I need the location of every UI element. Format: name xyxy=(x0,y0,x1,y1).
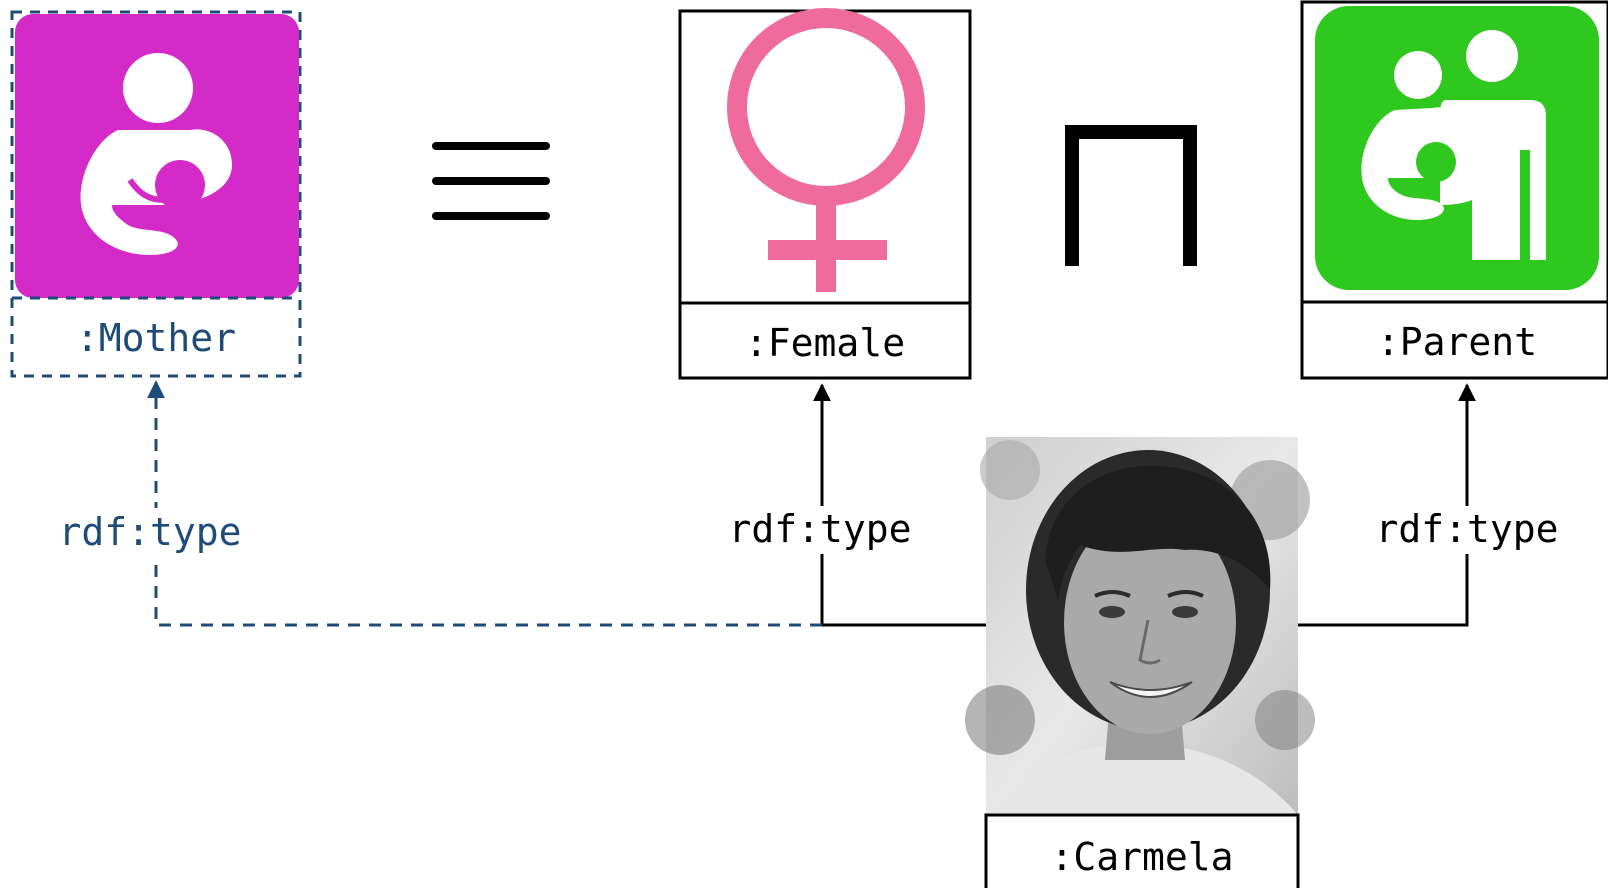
carmela-individual-node: :Carmela xyxy=(965,437,1315,888)
edge-mother-label: rdf:type xyxy=(58,510,241,554)
mother-class-label: :Mother xyxy=(76,316,236,360)
parent-class-node: :Parent xyxy=(1300,0,1608,380)
carmela-individual-label: :Carmela xyxy=(1050,835,1233,879)
equivalence-operator xyxy=(432,142,550,220)
edge-carmela-to-mother: rdf:type xyxy=(58,380,822,627)
breastfeeding-icon xyxy=(15,14,299,298)
edge-carmela-to-female: rdf:type xyxy=(728,383,986,627)
parent-with-child-icon xyxy=(1315,6,1599,290)
edge-female-label: rdf:type xyxy=(728,507,911,551)
female-class-label: :Female xyxy=(745,321,905,365)
female-class-node: :Female xyxy=(678,8,972,380)
edge-parent-label: rdf:type xyxy=(1375,507,1558,551)
mother-class-node: :Mother xyxy=(10,10,302,378)
edge-carmela-to-parent: rdf:type xyxy=(1298,383,1559,627)
venus-female-symbol-icon xyxy=(727,8,925,292)
parent-class-label: :Parent xyxy=(1377,320,1537,364)
intersection-operator xyxy=(1065,125,1197,266)
mother-dashed-frame xyxy=(10,10,302,378)
portrait-photo xyxy=(965,437,1315,815)
